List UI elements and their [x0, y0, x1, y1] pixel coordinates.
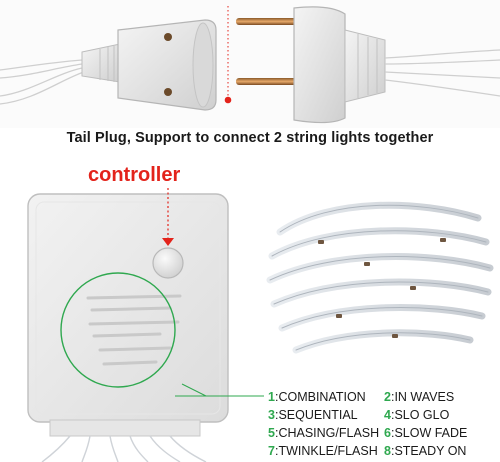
right-wires — [384, 49, 500, 97]
mode-number: 6 — [384, 426, 391, 440]
mode-number: 4 — [384, 408, 391, 422]
controller-box-icon — [27, 193, 229, 437]
mode-number: 1 — [268, 390, 275, 404]
mode-item: 8:STEADY ON — [384, 444, 467, 458]
controller-photo — [27, 188, 494, 462]
mode-label: STEADY ON — [394, 444, 467, 458]
mode-label: SLOW FADE — [394, 426, 468, 440]
tail-plug-caption: Tail Plug, Support to connect 2 string l… — [66, 130, 434, 146]
mode-number: 2 — [384, 390, 391, 404]
plug-photo — [0, 0, 500, 128]
mode-number: 3 — [268, 408, 275, 422]
mode-number: 8 — [384, 444, 391, 458]
mode-item: 1:COMBINATION — [268, 390, 366, 404]
mode-label: CHASING/FLASH — [278, 426, 380, 440]
mode-item: 2:IN WAVES — [384, 390, 455, 404]
mode-label: COMBINATION — [278, 390, 366, 404]
mode-item: 4:SLO GLO — [384, 408, 450, 422]
tail-plug-icon — [81, 19, 217, 111]
mode-label: SLO GLO — [394, 408, 450, 422]
mode-item: 5:CHASING/FLASH — [268, 426, 380, 440]
mode-item: 7:TWINKLE/FLASH — [268, 444, 378, 458]
label-highlight-circle — [60, 272, 176, 388]
mode-label: TWINKLE/FLASH — [278, 444, 378, 458]
controller-wires — [41, 435, 207, 462]
male-plug-icon — [236, 6, 386, 124]
mode-item: 6:SLOW FADE — [384, 426, 468, 440]
mode-button-icon — [152, 247, 184, 279]
mode-label: IN WAVES — [394, 390, 455, 404]
mode-item: 3:SEQUENTIAL — [268, 408, 358, 422]
mode-number: 7 — [268, 444, 275, 458]
mode-number: 5 — [268, 426, 275, 440]
light-string-coil-icon — [266, 201, 494, 354]
controller-label: controller — [88, 164, 181, 186]
mode-label: SEQUENTIAL — [278, 408, 358, 422]
left-wires — [0, 59, 85, 105]
